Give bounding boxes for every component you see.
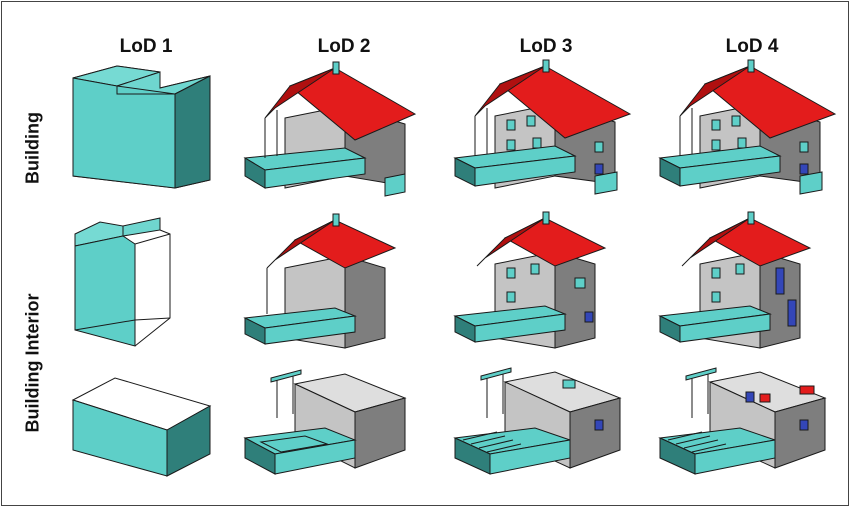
lod2-interior-model — [235, 208, 425, 358]
lod4-interior-model — [650, 208, 840, 358]
lod4-floor-model — [650, 358, 840, 508]
lod2-floor-model — [235, 358, 425, 508]
lod1-interior-model — [55, 208, 245, 358]
column-header-lod2: LoD 2 — [284, 36, 404, 58]
row-label-building-interior: Building Interior — [23, 294, 44, 433]
row-label-building: Building — [23, 112, 44, 184]
lod2-building-model — [235, 58, 425, 208]
lod3-interior-model — [445, 208, 635, 358]
lod3-floor-model — [445, 358, 635, 508]
lod4-building-model — [650, 58, 840, 208]
column-header-lod4: LoD 4 — [692, 36, 812, 58]
lod1-floor-model — [55, 358, 245, 508]
column-header-lod1: LoD 1 — [86, 36, 206, 58]
column-header-lod3: LoD 3 — [486, 36, 606, 58]
lod3-building-model — [445, 58, 635, 208]
lod1-building-model — [55, 58, 245, 208]
